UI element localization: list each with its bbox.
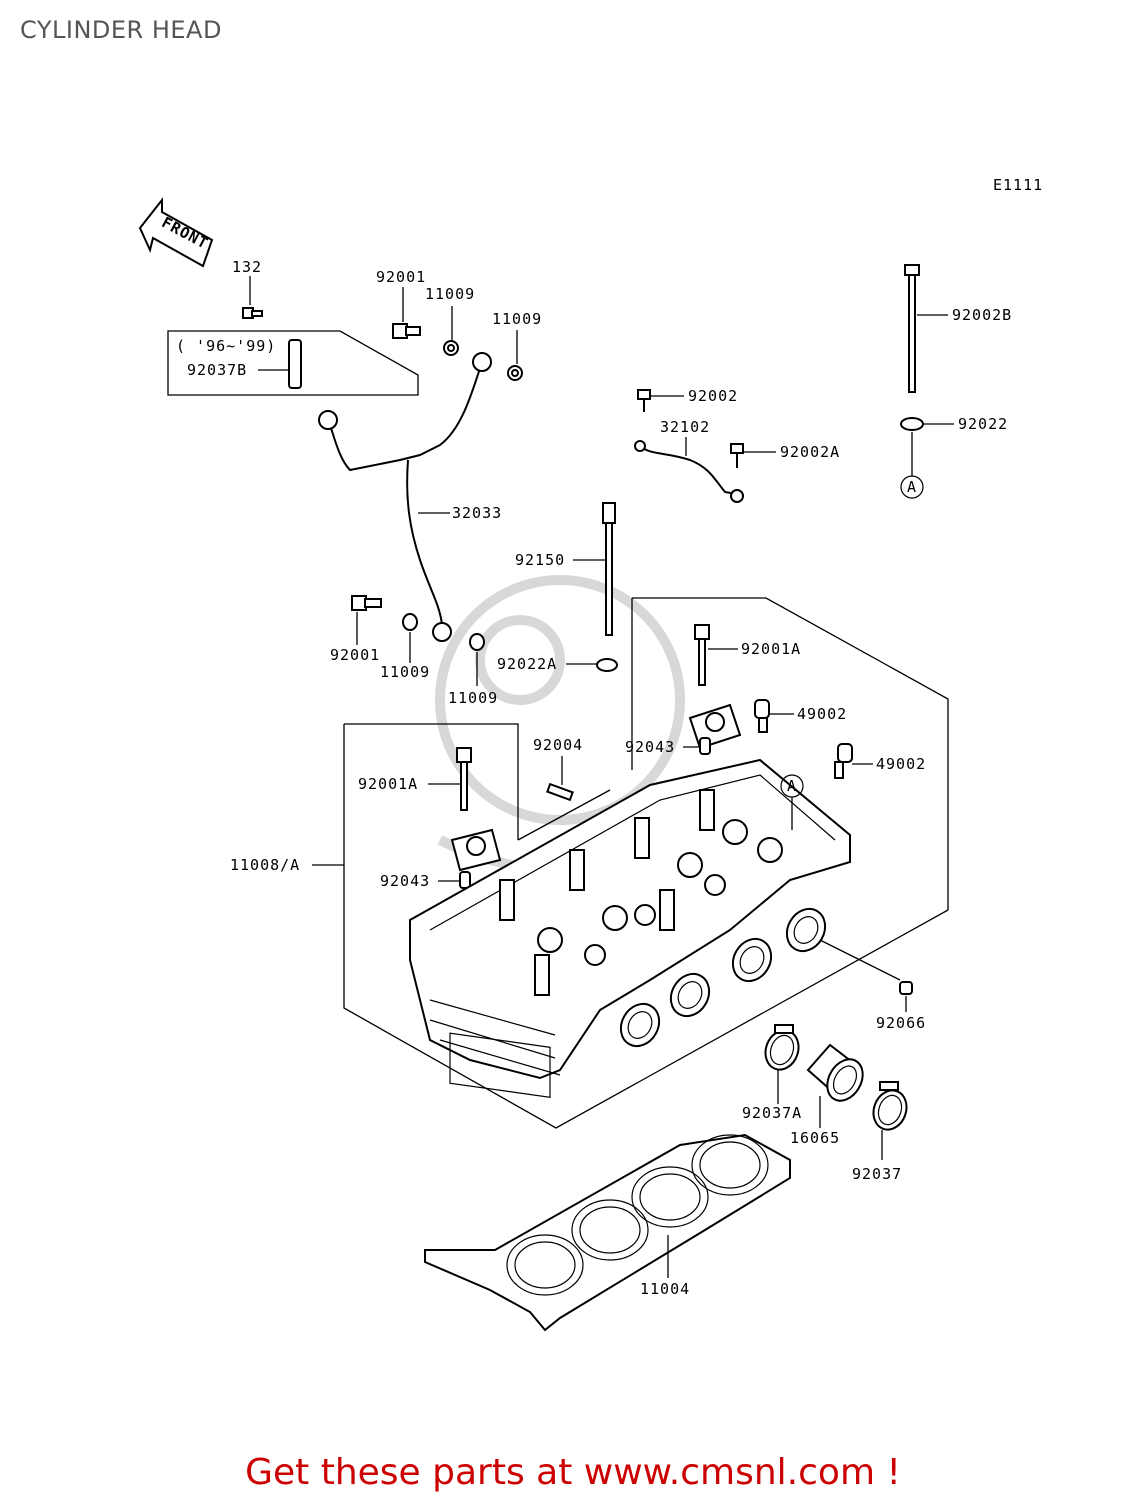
label-92004: 92004 [533, 736, 583, 754]
label-92022: 92022 [958, 415, 1008, 433]
label-11009-d: 11009 [448, 689, 498, 707]
part-32102[interactable]: 32102 [634, 418, 744, 503]
label-92001-top: 92001 [376, 268, 426, 286]
label-49002-a: 49002 [797, 705, 847, 723]
label-32102: 32102 [660, 418, 710, 436]
part-92150[interactable]: 92150 [515, 502, 616, 636]
part-92043-a[interactable]: 92043 [625, 737, 711, 756]
cam-cap-right[interactable] [688, 703, 742, 750]
part-92002a[interactable]: 92002A [730, 443, 840, 468]
part-49002-b[interactable]: 49002 [834, 743, 926, 779]
part-11009-b[interactable]: 11009 [492, 310, 542, 381]
label-92002: 92002 [688, 387, 738, 405]
page-title: CYLINDER HEAD [20, 16, 222, 44]
part-92001-top[interactable]: 92001 [376, 268, 426, 339]
front-arrow-icon: FRONT [138, 197, 214, 268]
label-11009-b: 11009 [492, 310, 542, 328]
label-92001-mid: 92001 [330, 646, 380, 664]
ref-a: A [907, 478, 917, 496]
part-92001-mid[interactable]: 92001 [330, 595, 382, 664]
year-note-box: ( '96~'99) 92037B [167, 330, 419, 396]
label-49002-b: 49002 [876, 755, 926, 773]
label-92022a: 92022A [497, 655, 557, 673]
part-92037[interactable]: 92037 [852, 1081, 912, 1183]
part-11004[interactable]: 11004 [424, 1133, 791, 1332]
part-92001a-right[interactable]: 92001A [694, 624, 801, 686]
ref-a-head: A [787, 777, 797, 795]
cam-cap-left[interactable] [450, 828, 502, 872]
head-outline-inner [517, 730, 633, 841]
label-92150: 92150 [515, 551, 565, 569]
part-92043-b[interactable]: 92043 [380, 871, 471, 890]
head-outline-upper [632, 597, 949, 910]
diagram-code: E1111 [993, 176, 1043, 194]
part-32033[interactable]: 32033 [318, 352, 502, 642]
intake-ports [619, 907, 827, 1048]
part-92002b[interactable]: 92002B [904, 264, 1012, 393]
label-92037: 92037 [852, 1165, 902, 1183]
part-92022a[interactable]: 92022A [497, 655, 618, 673]
label-92002a: 92002A [780, 443, 840, 461]
label-32033: 32033 [452, 504, 502, 522]
part-92004[interactable]: 92004 [533, 736, 583, 802]
part-11009-d[interactable]: 11009 [448, 633, 498, 707]
part-92037a[interactable]: 92037A [742, 1024, 804, 1122]
label-132: 132 [232, 258, 262, 276]
label-92001a-right: 92001A [741, 640, 801, 658]
footer-text[interactable]: Get these parts at www.cmsnl.com ! [245, 1452, 901, 1493]
label-92043-a: 92043 [625, 738, 675, 756]
part-11009-c[interactable]: 11009 [380, 613, 430, 681]
label-92001a-left: 92001A [358, 775, 418, 793]
part-92022[interactable]: 92022 A [900, 415, 1008, 499]
part-11009-a[interactable]: 11009 [425, 285, 475, 356]
footer-link[interactable]: Get these parts at www.cmsnl.com ! [0, 1452, 1146, 1493]
part-132[interactable]: 132 [232, 258, 263, 319]
part-92066[interactable]: 92066 [819, 939, 926, 1032]
label-92043-b: 92043 [380, 872, 430, 890]
cam-journals [537, 819, 783, 966]
cylinder-head[interactable]: A [409, 758, 851, 1098]
label-92037a: 92037A [742, 1104, 802, 1122]
part-49002-a[interactable]: 49002 [754, 699, 847, 733]
label-92037b: 92037B [187, 361, 247, 379]
label-11009-a: 11009 [425, 285, 475, 303]
label-16065: 16065 [790, 1129, 840, 1147]
part-16065[interactable]: 16065 [790, 1043, 870, 1147]
part-92001a-left[interactable]: 92001A [358, 747, 472, 811]
part-92002[interactable]: 92002 [637, 387, 738, 412]
label-11004: 11004 [640, 1280, 690, 1298]
label-11008: 11008/A [230, 856, 300, 874]
valve-posts [499, 789, 715, 996]
label-92002b: 92002B [952, 306, 1012, 324]
label-11009-c: 11009 [380, 663, 430, 681]
label-92066: 92066 [876, 1014, 926, 1032]
year-note: ( '96~'99) [176, 337, 276, 355]
